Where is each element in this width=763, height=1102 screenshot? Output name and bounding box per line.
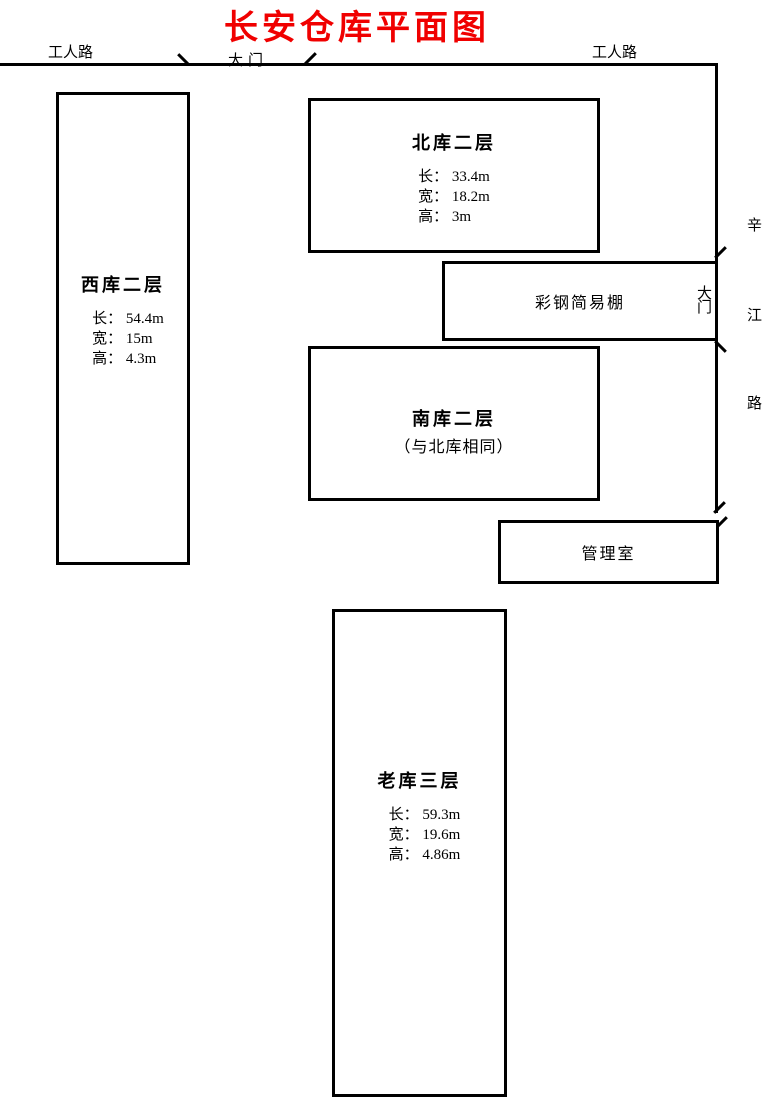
xinjiang-road-char-2: 江 [747,308,763,324]
spec-height: 高： 3m [418,209,472,225]
top-gate-label: 大门 [228,53,269,69]
spec-width: 宽： 18.2m [418,189,490,205]
right-gate-label: 大门 [696,286,712,316]
spec-length: 长： 33.4m [418,169,490,185]
worker-road-label-left: 工人路 [48,45,94,61]
west-warehouse-box: 西库二层 长： 54.4m 宽： 15m 高： 4.3m [56,92,190,565]
old-warehouse-name: 老库三层 [377,771,462,791]
north-warehouse-name: 北库二层 [412,133,496,153]
worker-road-line [0,63,718,66]
worker-road-label-right: 工人路 [592,45,638,61]
spec-length: 长： 59.3m [388,807,461,823]
west-warehouse-specs: 长： 54.4m 宽： 15m 高： 4.3m [92,309,164,369]
north-warehouse-box: 北库二层 长： 33.4m 宽： 18.2m 高： 3m [308,98,600,253]
diagram-title: 长安仓库平面图 [224,10,490,47]
xinjiang-road-char-1: 辛 [747,218,763,234]
south-warehouse-box: 南库二层 （与北库相同） [308,346,600,501]
steel-shed-box: 彩钢简易棚 大门 [442,261,718,341]
spec-length: 长： 54.4m [92,311,164,327]
spec-width: 宽： 19.6m [388,827,461,843]
south-warehouse-note: （与北库相同） [394,439,514,456]
old-warehouse-box: 老库三层 长： 59.3m 宽： 19.6m 高： 4.86m [332,609,507,1097]
old-warehouse-specs: 长： 59.3m 宽： 19.6m 高： 4.86m [389,805,461,865]
office-name: 管理室 [581,546,636,563]
spec-width: 宽： 15m [92,331,153,347]
spec-height: 高： 4.3m [92,351,157,367]
office-box: 管理室 [498,520,719,584]
spec-height: 高： 4.86m [388,847,461,863]
south-warehouse-name: 南库二层 [412,409,496,429]
north-warehouse-specs: 长： 33.4m 宽： 18.2m 高： 3m [418,167,490,227]
steel-shed-name: 彩钢简易棚 [534,295,625,312]
west-warehouse-name: 西库二层 [81,275,165,295]
xinjiang-road-char-3: 路 [747,396,763,412]
